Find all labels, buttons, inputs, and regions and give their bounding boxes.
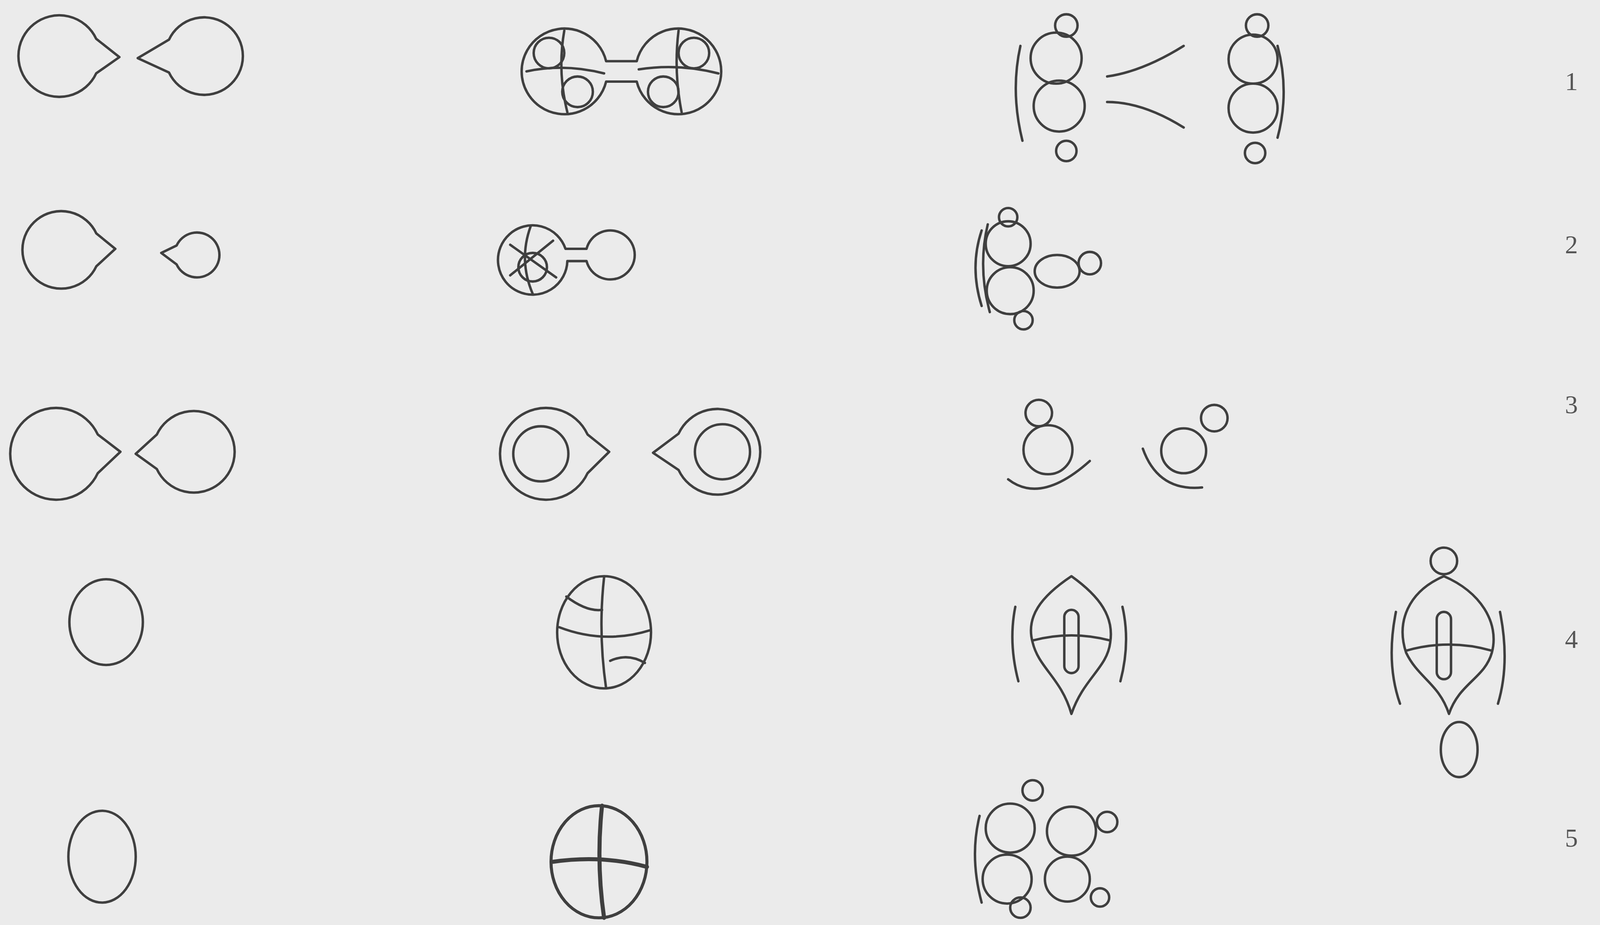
drop-cell-pair [10, 408, 235, 500]
row-number: 3 [1564, 391, 1578, 418]
paired-cell-chains [1015, 14, 1284, 164]
four-celled-body [551, 806, 647, 919]
oval-cell [69, 579, 144, 666]
row-number: 1 [1564, 68, 1578, 95]
row-number: 2 [1564, 231, 1578, 258]
heart-shaped-cell [1012, 576, 1127, 715]
four-celled-body [557, 576, 651, 689]
drop-cell-pair [18, 15, 244, 97]
row-number: 4 [1564, 626, 1578, 653]
cell-chain-with-bud [975, 208, 1102, 330]
heart-shaped-cell-with-buds [1391, 547, 1505, 778]
budding-cell-cluster [974, 780, 1118, 918]
budding-cell-pair [1008, 400, 1228, 489]
unequal-drop-pair [22, 211, 220, 289]
oval-cell [68, 810, 136, 903]
row-number: 5 [1564, 825, 1578, 852]
dividing-cell [521, 28, 722, 115]
nucleated-drop-pair [500, 408, 761, 500]
budding-cell [497, 225, 635, 295]
